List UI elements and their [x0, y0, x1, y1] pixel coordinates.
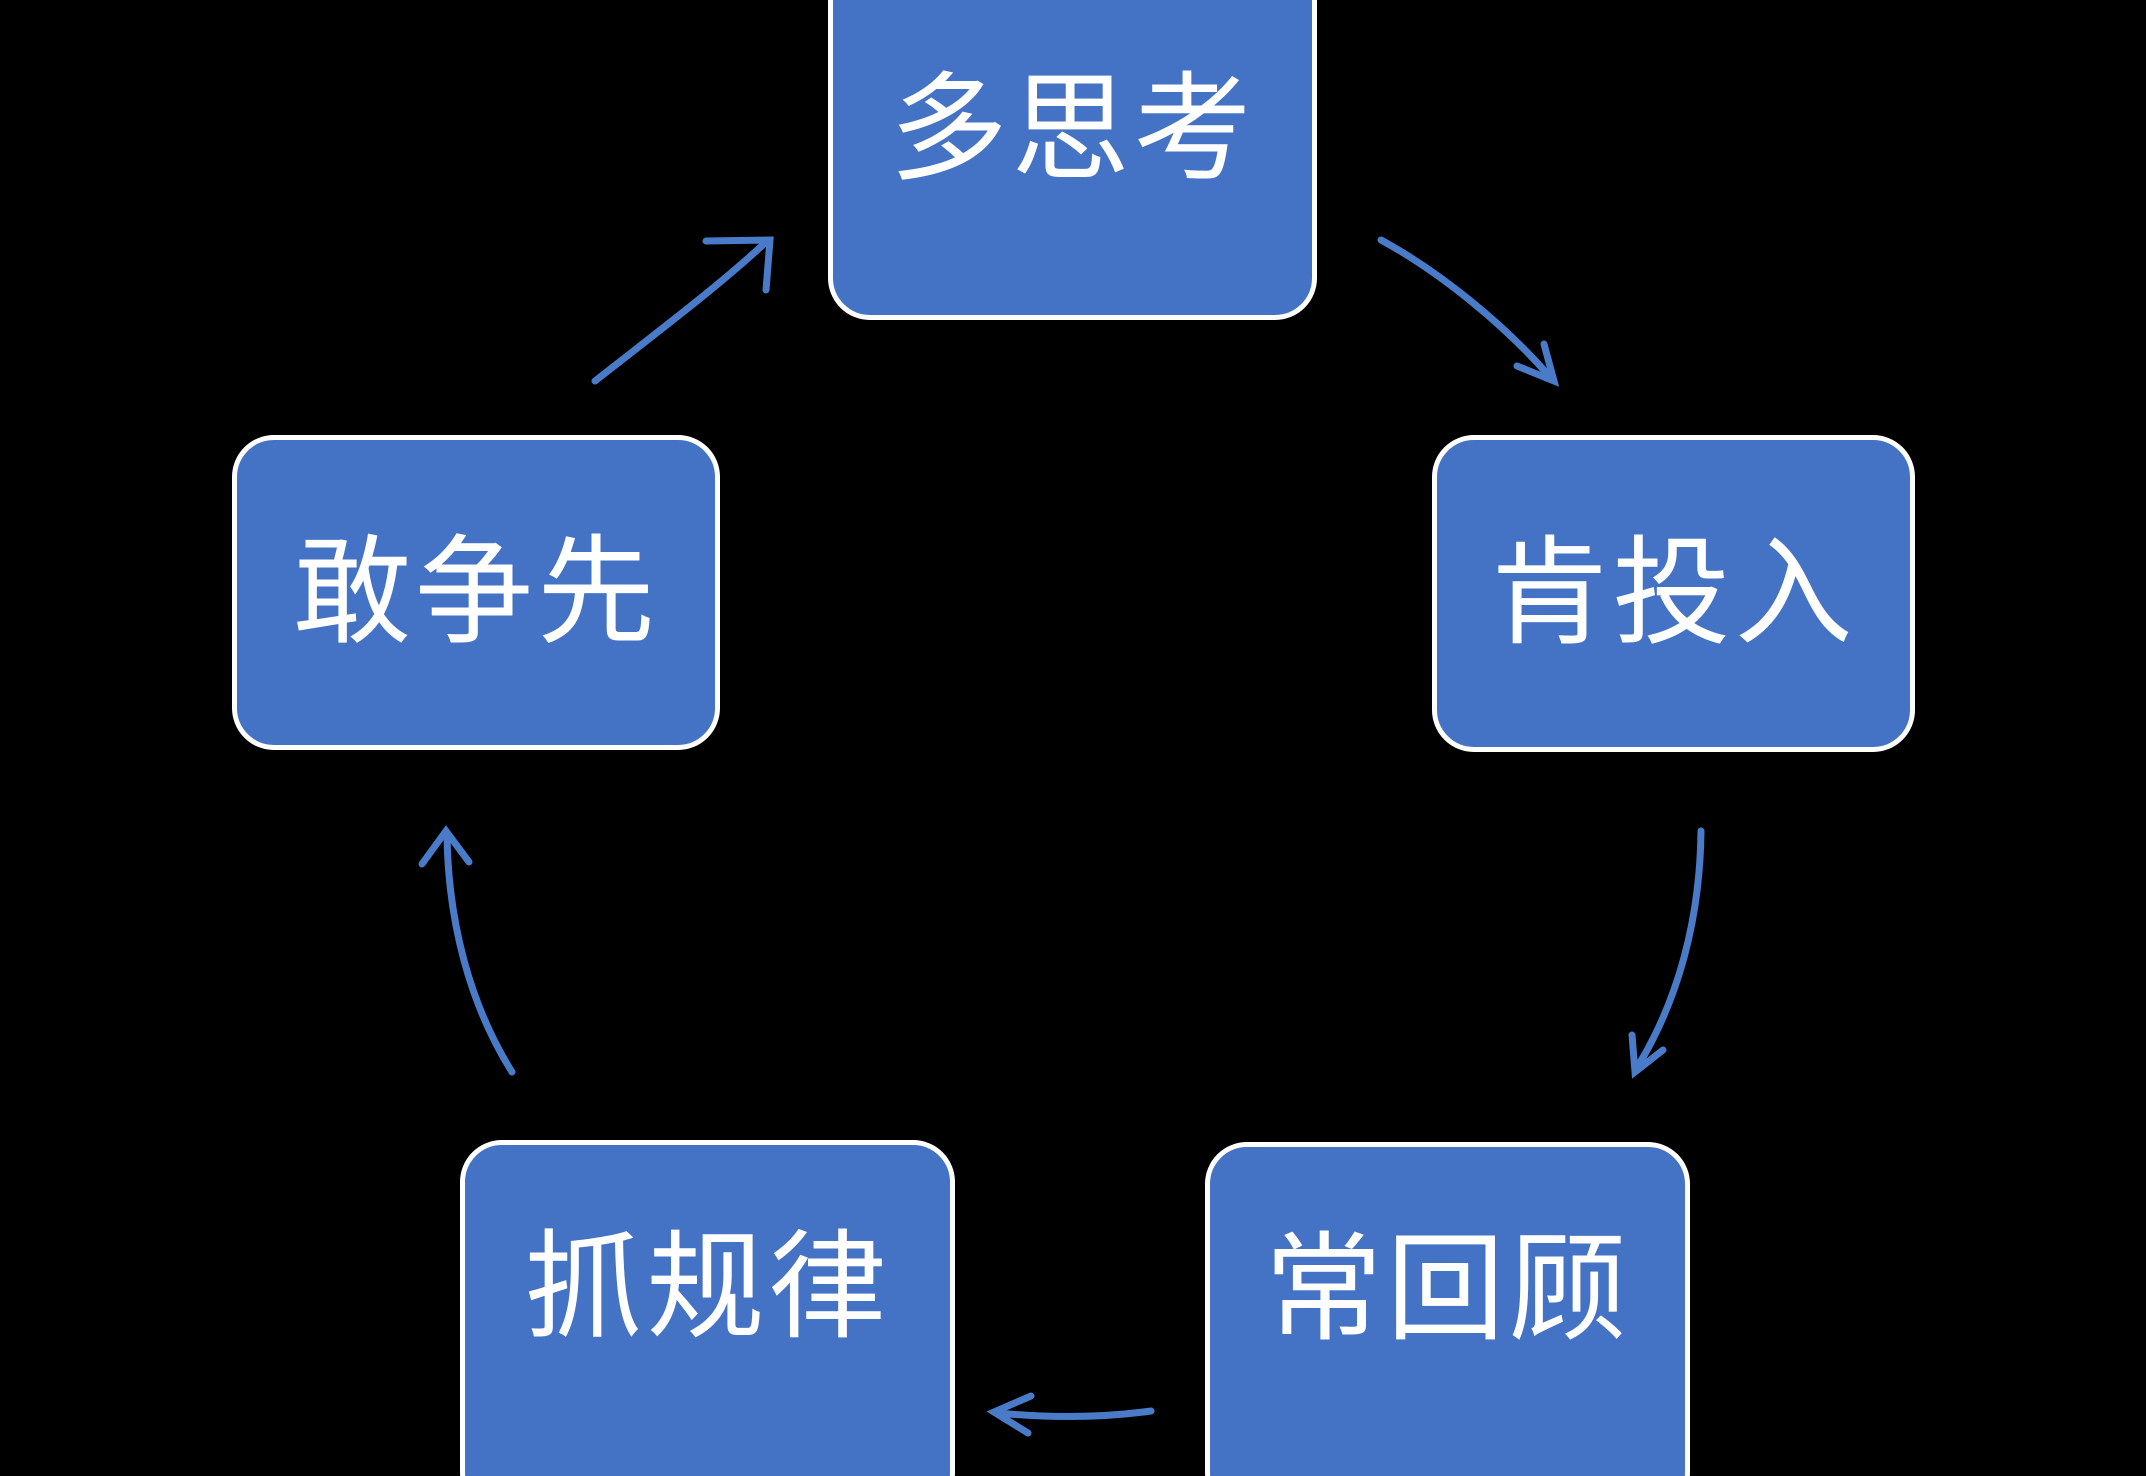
- node-box-bottom-left[interactable]: 抓规律: [460, 1140, 955, 1476]
- node-box-bottom-right[interactable]: 常回顾: [1205, 1142, 1690, 1476]
- node-box-left[interactable]: 敢争先: [232, 435, 720, 750]
- node-box-right[interactable]: 肯投入: [1432, 435, 1915, 752]
- node-label-left: 敢争先: [292, 526, 659, 659]
- node-label-bottom-left: 抓规律: [524, 1222, 891, 1354]
- arrow-bottom-right-to-bottom-left: [986, 1392, 1155, 1437]
- node-label-right: 肯投入: [1490, 527, 1857, 660]
- node-box-top[interactable]: 多思考: [828, 0, 1317, 320]
- arrow-left-to-top: [591, 236, 774, 385]
- node-label-top: 多思考: [889, 64, 1256, 196]
- arrow-top-to-right: [1377, 236, 1560, 387]
- arrow-bottom-left-to-left: [418, 825, 516, 1076]
- node-label-bottom-right: 常回顾: [1264, 1224, 1631, 1356]
- arrow-right-to-bottom-right: [1628, 827, 1705, 1079]
